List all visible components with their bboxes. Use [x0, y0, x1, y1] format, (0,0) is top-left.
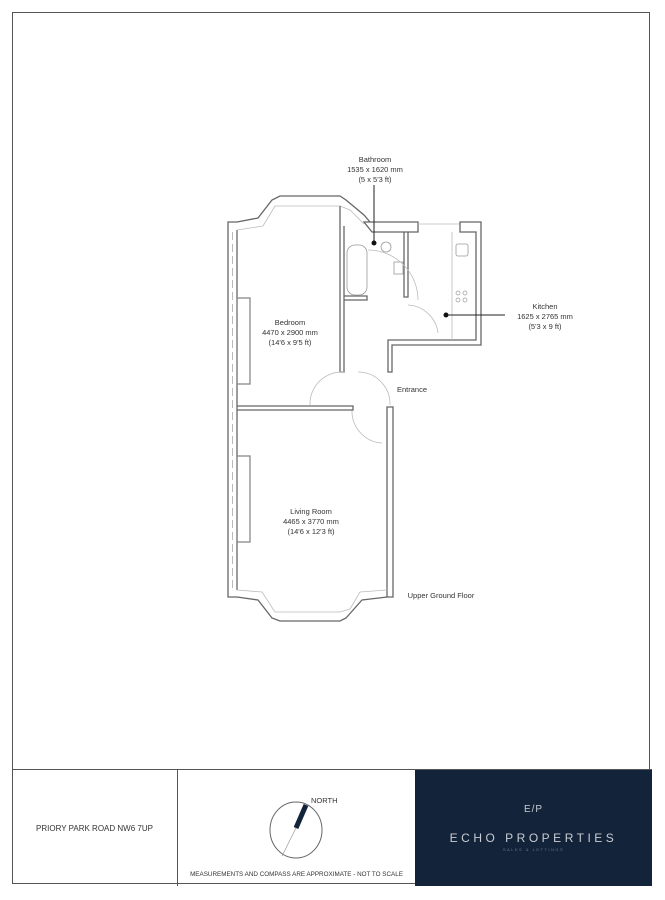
hob	[455, 290, 468, 303]
sink	[455, 243, 469, 257]
compass-panel: NORTH MEASUREMENTS AND COMPASS ARE APPRO…	[178, 770, 415, 886]
entrance-label: Entrance	[396, 385, 428, 394]
room-size-ft: (5'3 x 9 ft)	[528, 322, 562, 331]
room-label-living-room: Living Room 4465 x 3770 mm (14'6 x 12'3 …	[271, 507, 351, 537]
room-size-mm: 4465 x 3770 mm	[283, 517, 339, 526]
kitchen-pointer	[443, 312, 449, 318]
room-label-kitchen: Kitchen 1625 x 2765 mm (5'3 x 9 ft)	[505, 302, 585, 332]
north-label: NORTH	[311, 796, 338, 805]
room-name: Bedroom	[274, 318, 306, 327]
compass-icon	[269, 801, 323, 859]
room-size-mm: 1625 x 2765 mm	[517, 312, 573, 321]
bedroom-bay-window	[236, 195, 371, 223]
room-label-bedroom: Bedroom 4470 x 2900 mm (14'6 x 9'5 ft)	[250, 318, 330, 348]
living-bay-window	[236, 596, 388, 622]
floor-label: Upper Ground Floor	[407, 591, 475, 600]
address: PRIORY PARK ROAD NW6 7UP	[12, 770, 178, 886]
bathroom-pointer	[371, 240, 377, 246]
room-name: Kitchen	[532, 302, 558, 311]
room-name: Bathroom	[358, 155, 392, 164]
room-label-bathroom: Bathroom 1535 x 1620 mm (5 x 5'3 ft)	[335, 155, 415, 185]
brand-tagline: SALES & LETTINGS	[502, 847, 565, 852]
room-size-mm: 4470 x 2900 mm	[262, 328, 318, 337]
disclaimer: MEASUREMENTS AND COMPASS ARE APPROXIMATE…	[190, 871, 403, 878]
wall-left	[227, 221, 237, 598]
brand-logo-monogram: E/P	[523, 804, 544, 815]
basin	[393, 261, 404, 275]
toilet	[380, 241, 392, 253]
wall-bedroom-right	[339, 206, 345, 373]
room-size-ft: (5 x 5'3 ft)	[358, 175, 392, 184]
wall-partition	[237, 405, 354, 411]
brand-name: ECHO PROPERTIES	[449, 831, 618, 845]
room-size-ft: (14'6 x 12'3 ft)	[287, 527, 335, 536]
brand-panel: E/P ECHO PROPERTIES SALES & LETTINGS	[415, 770, 652, 886]
room-size-mm: 1535 x 1620 mm	[347, 165, 403, 174]
bathtub	[346, 244, 368, 296]
footer: PRIORY PARK ROAD NW6 7UP NORTH MEASUREME…	[12, 769, 652, 886]
room-name: Living Room	[290, 507, 332, 516]
page-frame	[12, 12, 650, 884]
room-size-ft: (14'6 x 9'5 ft)	[268, 338, 312, 347]
wall-living-right	[386, 406, 394, 598]
floor-plan	[227, 185, 505, 622]
wall-kitchen	[387, 221, 482, 373]
